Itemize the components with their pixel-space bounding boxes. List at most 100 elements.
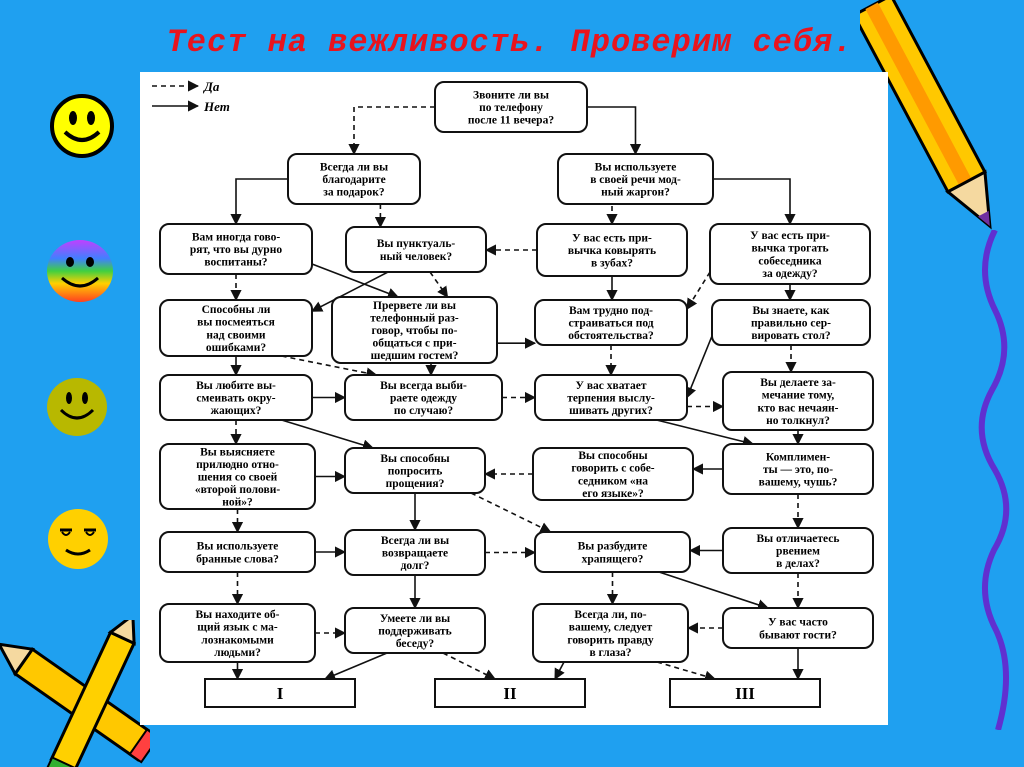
question-text-line: раете одежду [390, 393, 457, 405]
question-text-line: в делах? [776, 558, 820, 570]
no-arrow [656, 419, 755, 447]
question-text-line: Вы разбудите [578, 541, 648, 553]
question-box-mock: Вы любите вы-смеивать окру-жающих? [159, 374, 313, 421]
yes-arrow [686, 271, 711, 310]
question-text-line: над своими [206, 329, 266, 341]
question-text-line: вычка трогать [751, 243, 828, 255]
yes-arrow [656, 661, 717, 682]
question-box-rude: Вам иногда гово-рят, что вы дурновоспита… [159, 223, 313, 275]
rainbow-smiley-icon [47, 240, 113, 302]
result-box-1: I [204, 678, 356, 708]
question-text-line: У вас часто [768, 617, 828, 629]
question-text-line: Звоните ли вы [473, 89, 549, 101]
blue-squiggle-icon [978, 230, 1010, 730]
question-text-line: мечание тому, [762, 390, 835, 402]
question-text-line: шения со своей [198, 472, 278, 484]
question-text-line: беседу? [396, 638, 435, 650]
result-box-2: II [434, 678, 586, 708]
yes-arrow [429, 271, 449, 298]
question-text-line: Комплимен- [766, 451, 830, 463]
question-text-line: Способны ли [202, 304, 271, 316]
question-text-line: прилюдно отно- [196, 459, 279, 471]
slide-title: Тест на вежливость. Проверим себя. [166, 24, 854, 61]
question-text-line: собеседника [758, 255, 821, 267]
question-text-line: бранные слова? [196, 553, 279, 565]
yes-arrow [442, 652, 497, 680]
question-text-line: бывают гости? [759, 629, 837, 641]
no-arrow [554, 661, 565, 680]
question-text-line: кто вас нечаян- [757, 402, 838, 414]
result-label: I [277, 684, 284, 703]
no-arrow [685, 335, 713, 399]
question-text-line: У вас есть при- [750, 230, 830, 242]
yellow-smiley-icon [50, 94, 114, 158]
question-text-line: Вы отличаетесь [757, 533, 840, 545]
question-text-line: попросить [388, 466, 443, 478]
question-box-common: Вы находите об-щий язык с ма-лознакомыми… [159, 603, 316, 663]
question-text-line: «второй полови- [195, 484, 281, 496]
question-text-line: Вы выясняете [200, 446, 275, 458]
question-text-line: Вы всегда выби- [380, 380, 467, 392]
question-text-line: ты — это, по- [763, 464, 833, 476]
question-box-punctual: Вы пунктуаль-ный человек? [345, 226, 487, 273]
question-text-line: вировать стол? [751, 330, 831, 342]
question-text-line: терпения выслу- [567, 393, 655, 405]
question-text-line: ный жаргон? [601, 187, 670, 199]
question-box-remark: Вы делаете за-мечание тому,кто вас нечая… [722, 371, 874, 431]
no-arrow [281, 419, 375, 451]
question-text-line: Вы знаете, как [753, 305, 830, 317]
question-text-line: вашему, чушь? [759, 477, 838, 489]
legend-yes-label: Да [203, 79, 220, 94]
question-text-line: обстоятельства? [568, 330, 654, 342]
question-text-line: седником «на [578, 475, 648, 487]
question-text-line: Вам иногда гово- [192, 231, 281, 243]
question-text-line: страиваться под [568, 318, 653, 330]
question-text-line: шедшим гостем? [371, 350, 459, 362]
question-text-line: Вы способны [578, 450, 647, 462]
question-text-line: шивать других? [569, 405, 653, 417]
pencil-top-right-icon [860, 0, 992, 230]
yes-arrow [470, 492, 552, 533]
question-text-line: рвением [776, 546, 820, 558]
question-text-line: Вам трудно под- [569, 305, 653, 317]
question-box-touch: У вас есть при-вычка трогатьсобеседниказ… [709, 223, 871, 285]
question-text-line: говорить с собе- [571, 463, 654, 475]
question-text-line: правильно сер- [751, 318, 831, 330]
question-text-line: смеивать окру- [196, 393, 275, 405]
question-text-line: щий язык с ма- [197, 622, 278, 634]
question-text-line: храпящего? [582, 553, 644, 565]
question-text-line: людьми? [214, 647, 261, 659]
question-text-line: Всегда ли вы [381, 535, 449, 547]
question-text-line: жающих? [211, 405, 262, 417]
no-arrow [323, 652, 388, 681]
question-text-line: долг? [401, 560, 430, 572]
question-text-line: У вас хватает [576, 380, 647, 392]
result-box-3: III [669, 678, 821, 708]
question-text-line: Умеете ли вы [380, 613, 450, 625]
legend-no-label: Нет [203, 99, 230, 114]
question-text-line: вычка ковырять [568, 245, 656, 257]
question-box-compliments: Комплимен-ты — это, по-вашему, чушь? [722, 443, 874, 495]
question-text-line: говор, чтобы по- [372, 325, 458, 337]
question-text-line: в зубах? [591, 258, 633, 270]
question-text-line: рят, что вы дурно [190, 244, 282, 256]
question-text-line: в глаза? [589, 647, 631, 659]
question-box-adapt: Вам трудно под-страиваться подобстоятель… [534, 299, 688, 346]
no-arrow [713, 178, 796, 226]
